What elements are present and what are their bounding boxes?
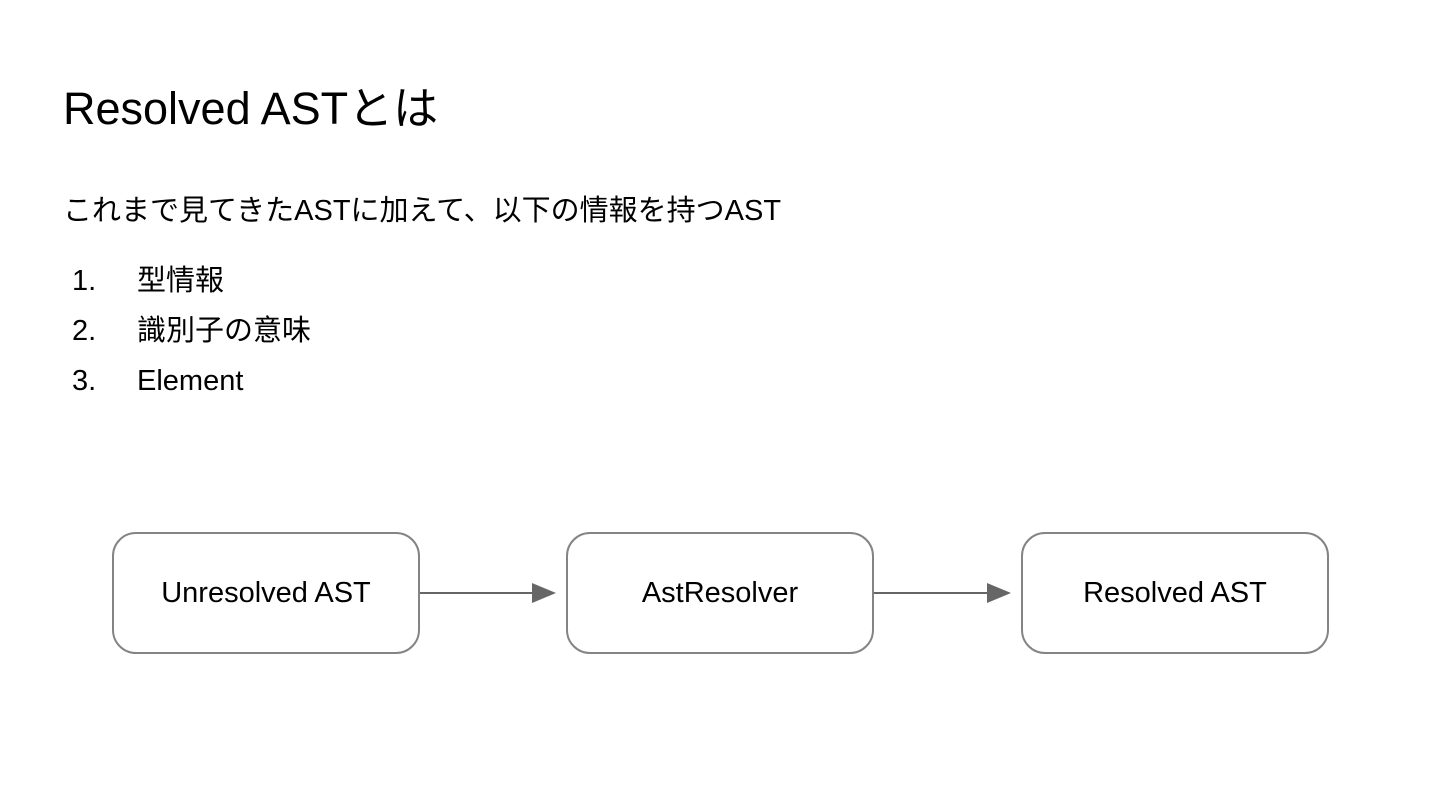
diagram-box-unresolved-ast: Unresolved AST (112, 532, 420, 654)
list-item: 2. 識別子の意味 (72, 306, 311, 356)
numbered-list: 1. 型情報 2. 識別子の意味 3. Element (72, 256, 311, 406)
list-item-label: 識別子の意味 (137, 315, 312, 347)
diagram-box-resolved-ast: Resolved AST (1021, 532, 1329, 654)
diagram-box-astresolver: AstResolver (566, 532, 874, 654)
list-item: 3. Element (72, 356, 311, 406)
list-item-number: 2. (72, 315, 97, 347)
flow-arrow-icon (874, 583, 1011, 603)
list-item-label: Element (137, 365, 244, 397)
diagram-box-label: Unresolved AST (161, 576, 371, 609)
diagram-box-label: Resolved AST (1083, 576, 1267, 609)
list-item-number: 3. (72, 365, 97, 397)
diagram-box-label: AstResolver (641, 576, 799, 609)
flow-arrow-icon (420, 583, 556, 603)
slide-title: Resolved ASTとは (63, 83, 439, 134)
list-item: 1. 型情報 (72, 256, 311, 306)
list-item-number: 1. (72, 265, 97, 297)
list-item-label: 型情報 (137, 265, 225, 297)
slide-subtitle: これまで見てきたASTに加えて、以下の情報を持つAST (63, 195, 782, 227)
